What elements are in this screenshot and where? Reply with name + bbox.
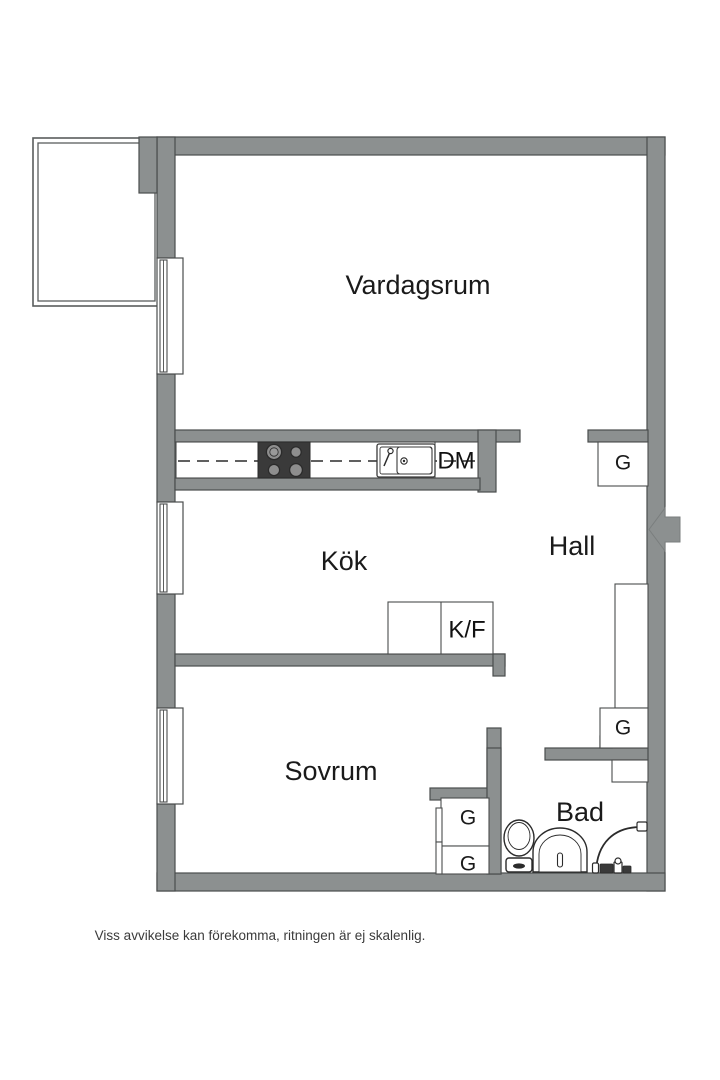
room-label-bad: Bad — [556, 797, 604, 827]
burner-3 — [267, 463, 281, 477]
basin-faucet — [556, 852, 564, 868]
bathroom-fixtures — [503, 819, 648, 874]
stove-cooktop — [257, 441, 311, 479]
wall-exterior-left-1 — [156, 136, 176, 259]
hall-closets: G G — [597, 441, 649, 783]
kitchen-counter-group: DM — [175, 441, 479, 479]
burner-2 — [290, 446, 302, 458]
disclaimer-caption: Viss avvikelse kan förekomma, ritningen … — [95, 928, 426, 943]
bath-niche — [611, 759, 649, 783]
room-label-sovrum: Sovrum — [284, 756, 377, 786]
wall-hall-bath-divider — [544, 747, 649, 761]
wall-kitchen-bedroom-stub — [492, 653, 506, 677]
sink-basin — [396, 446, 433, 475]
fridge-freezer-label: K/F — [448, 616, 485, 643]
bedroom-closets: G G — [435, 797, 490, 876]
room-label-kok: Kök — [321, 546, 368, 576]
kitchen-sink — [376, 443, 436, 478]
window-bedroom — [156, 707, 184, 805]
closet-bedroom-lower-label: G — [460, 853, 476, 876]
window-living-room — [156, 257, 184, 375]
dishwasher-label: DM — [437, 447, 474, 474]
closet-hall-lower-box — [599, 707, 649, 749]
closet-hall-upper-box — [597, 441, 649, 487]
wall-exterior-left-4 — [156, 803, 176, 892]
closet-hall-upper-label: G — [615, 452, 631, 475]
entrance-arrow — [648, 506, 681, 553]
wall-balcony-jamb — [138, 136, 158, 194]
shower-wall-fitting — [636, 821, 648, 832]
faucet-head — [387, 447, 394, 455]
fridge-freezer-group: K/F — [387, 601, 494, 655]
walls — [138, 136, 666, 892]
floor-fixture — [599, 857, 632, 874]
wall-exterior-left-2 — [156, 373, 176, 503]
wall-exterior-left-3 — [156, 593, 176, 709]
closet-bedroom-upper-box — [440, 797, 490, 847]
wall-kitchen-living-divider — [174, 429, 521, 443]
windows — [156, 257, 184, 805]
closet-bedroom-upper-label: G — [460, 807, 476, 830]
washbasin — [532, 827, 588, 873]
wall-hall-closet-top — [587, 429, 649, 443]
wall-kitchen-hall-stub — [477, 429, 497, 493]
wall-counter-front-edge — [174, 477, 481, 491]
faucet-neck — [383, 451, 391, 467]
toilet — [503, 819, 535, 873]
closet-sliding-doors — [435, 807, 443, 875]
window-kitchen — [156, 501, 184, 595]
room-label-hall: Hall — [549, 531, 596, 561]
wall-exterior-bottom — [156, 872, 666, 892]
shower-hose — [591, 821, 648, 874]
shower-head-holder — [591, 862, 600, 874]
room-label-vardagsrum: Vardagsrum — [345, 270, 490, 300]
closet-hall-lower-label: G — [615, 717, 631, 740]
wall-exterior-top — [156, 136, 666, 156]
closet-bedroom-lower-box — [440, 845, 490, 875]
closet-hall-tall-box — [614, 583, 649, 709]
burner-4 — [288, 462, 304, 478]
wall-kitchen-bedroom-divider — [174, 653, 506, 667]
